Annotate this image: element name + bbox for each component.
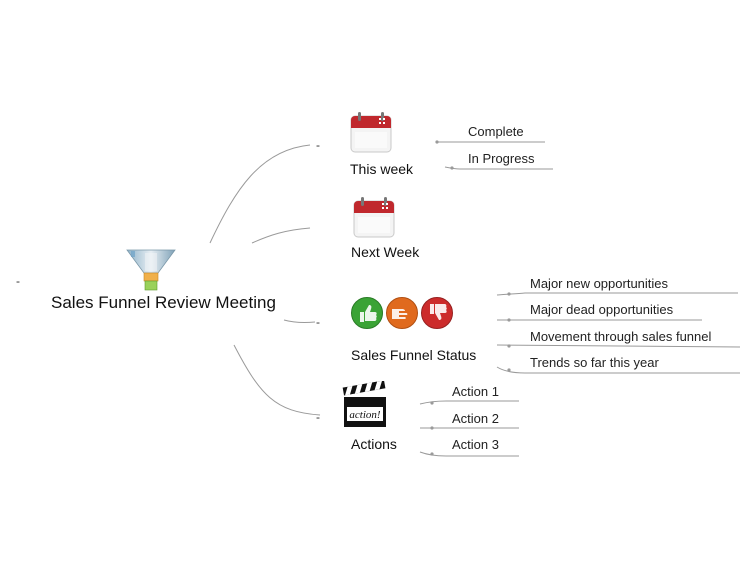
thumbs-down-icon	[421, 297, 453, 329]
leaf-action-3[interactable]: Action 3	[452, 437, 499, 452]
leaf-trends-so-far-this-year[interactable]: Trends so far this year	[530, 355, 659, 370]
leaf-action-2[interactable]: Action 2	[452, 411, 499, 426]
connector-this-week	[209, 144, 311, 244]
leaf-action-1[interactable]: Action 1	[452, 384, 499, 399]
this-week-collapse-toggle[interactable]: -	[316, 138, 320, 152]
connector-leaf	[419, 400, 519, 405]
calendar-icon	[349, 110, 393, 154]
connector-leaf	[496, 292, 738, 296]
leaf-in-progress[interactable]: In Progress	[468, 151, 535, 166]
connector-leaf	[496, 366, 740, 374]
leaf-movement-through-sales-funnel[interactable]: Movement through sales funnel	[530, 329, 712, 344]
funnel-icon	[125, 249, 177, 293]
svg-text:action!: action!	[349, 409, 380, 421]
connector-leaf	[444, 166, 553, 170]
leaf-complete[interactable]: Complete	[468, 124, 524, 139]
leaf-major-dead-opportunities[interactable]: Major dead opportunities	[530, 302, 674, 317]
leaf-major-new-opportunities[interactable]: Major new opportunities	[530, 276, 669, 291]
branch-next-week[interactable]: Next Week	[351, 244, 420, 260]
thumbs-up-icon	[351, 297, 383, 329]
sales-funnel-status-collapse-toggle[interactable]: -	[316, 315, 320, 329]
branch-sales-funnel-status[interactable]: Sales Funnel Status	[351, 347, 477, 363]
branch-actions[interactable]: Actions	[351, 436, 397, 452]
thumbs-sideways-icon	[386, 297, 418, 329]
thumbs-status-icons	[350, 296, 454, 330]
connector-leaf	[419, 451, 519, 457]
central-topic-title[interactable]: Sales Funnel Review Meeting	[51, 293, 276, 312]
central-collapse-toggle[interactable]: -	[16, 274, 20, 288]
actions-collapse-toggle[interactable]: -	[316, 410, 320, 424]
connector-leaf	[496, 344, 741, 348]
connector-next-week	[251, 227, 311, 244]
connector-sales-funnel-status	[283, 319, 316, 324]
branch-this-week[interactable]: This week	[350, 161, 414, 177]
connector-actions	[233, 344, 321, 416]
calendar-icon	[352, 195, 396, 239]
clapperboard-icon: action!	[341, 380, 389, 429]
